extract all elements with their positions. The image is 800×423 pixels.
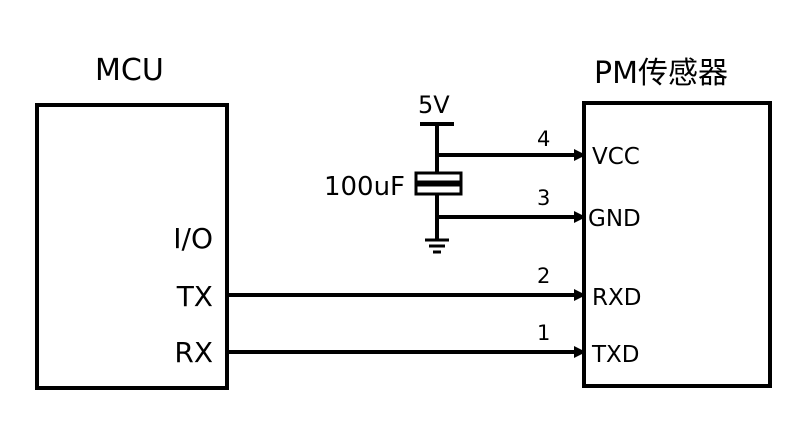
rxd-arrow-icon xyxy=(574,289,586,301)
mcu-title: MCU xyxy=(95,53,164,88)
txd-wire-number: 1 xyxy=(537,321,550,345)
sensor-block xyxy=(582,101,772,388)
mcu-pin-tx: TX xyxy=(176,280,213,313)
vcc-arrow-icon xyxy=(574,149,586,161)
supply-label: 5V xyxy=(418,91,450,119)
sensor-pin-vcc: VCC xyxy=(592,144,640,170)
txd-arrow-icon xyxy=(574,346,586,358)
capacitor-symbol xyxy=(414,171,463,196)
sensor-pin-txd: TXD xyxy=(591,342,640,368)
vcc-wire-number: 4 xyxy=(537,127,550,151)
mcu-pin-rx: RX xyxy=(174,336,213,369)
ground-icon xyxy=(425,238,449,254)
capacitor-label: 100uF xyxy=(324,172,405,202)
sensor-title: PM传感器 xyxy=(594,56,728,91)
rxd-wire-number: 2 xyxy=(537,264,550,288)
capacitor-top-plate xyxy=(414,171,463,184)
mcu-pin-io: I/O xyxy=(173,222,213,255)
sensor-pin-gnd: GND xyxy=(588,206,641,232)
gnd-wire-number: 3 xyxy=(537,186,550,210)
capacitor-bottom-plate xyxy=(414,183,463,196)
mcu-block xyxy=(35,103,229,390)
gnd-arrow-icon xyxy=(574,211,586,223)
sensor-pin-rxd: RXD xyxy=(592,285,641,311)
